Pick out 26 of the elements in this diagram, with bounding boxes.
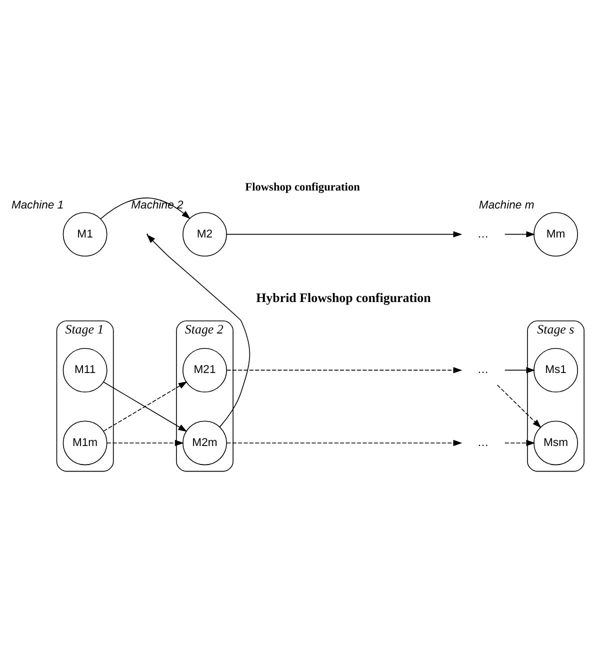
arrow bbox=[504, 440, 536, 446]
node-circle: M11 bbox=[62, 348, 108, 392]
node-circle: Ms1 bbox=[534, 348, 578, 392]
arrow bbox=[146, 234, 250, 428]
arrow bbox=[100, 198, 190, 220]
node-text: … bbox=[477, 228, 489, 240]
node-circle: M2m bbox=[182, 420, 227, 466]
arrow bbox=[226, 231, 462, 238]
arrow bbox=[226, 367, 462, 374]
node-text: … bbox=[477, 436, 489, 449]
arrow bbox=[504, 367, 536, 374]
arrow bbox=[226, 440, 462, 446]
diagram-title: Flowshop configuration bbox=[245, 182, 360, 194]
node-label: Machine m bbox=[478, 200, 534, 212]
node-circle: M2 bbox=[182, 212, 227, 257]
label: Hybrid Flowshop configuration bbox=[256, 290, 431, 306]
node-label: Machine 1 bbox=[11, 200, 64, 212]
node-circle: M1m bbox=[62, 420, 108, 466]
node-circle: Mm bbox=[534, 212, 578, 257]
arrow bbox=[504, 231, 536, 238]
node-text: … bbox=[477, 364, 489, 376]
arrow bbox=[496, 384, 542, 428]
node-circle: M21 bbox=[182, 348, 227, 392]
node-label: Machine 2 bbox=[131, 200, 184, 212]
arrow bbox=[106, 440, 184, 446]
node-circle: M1 bbox=[62, 212, 108, 257]
